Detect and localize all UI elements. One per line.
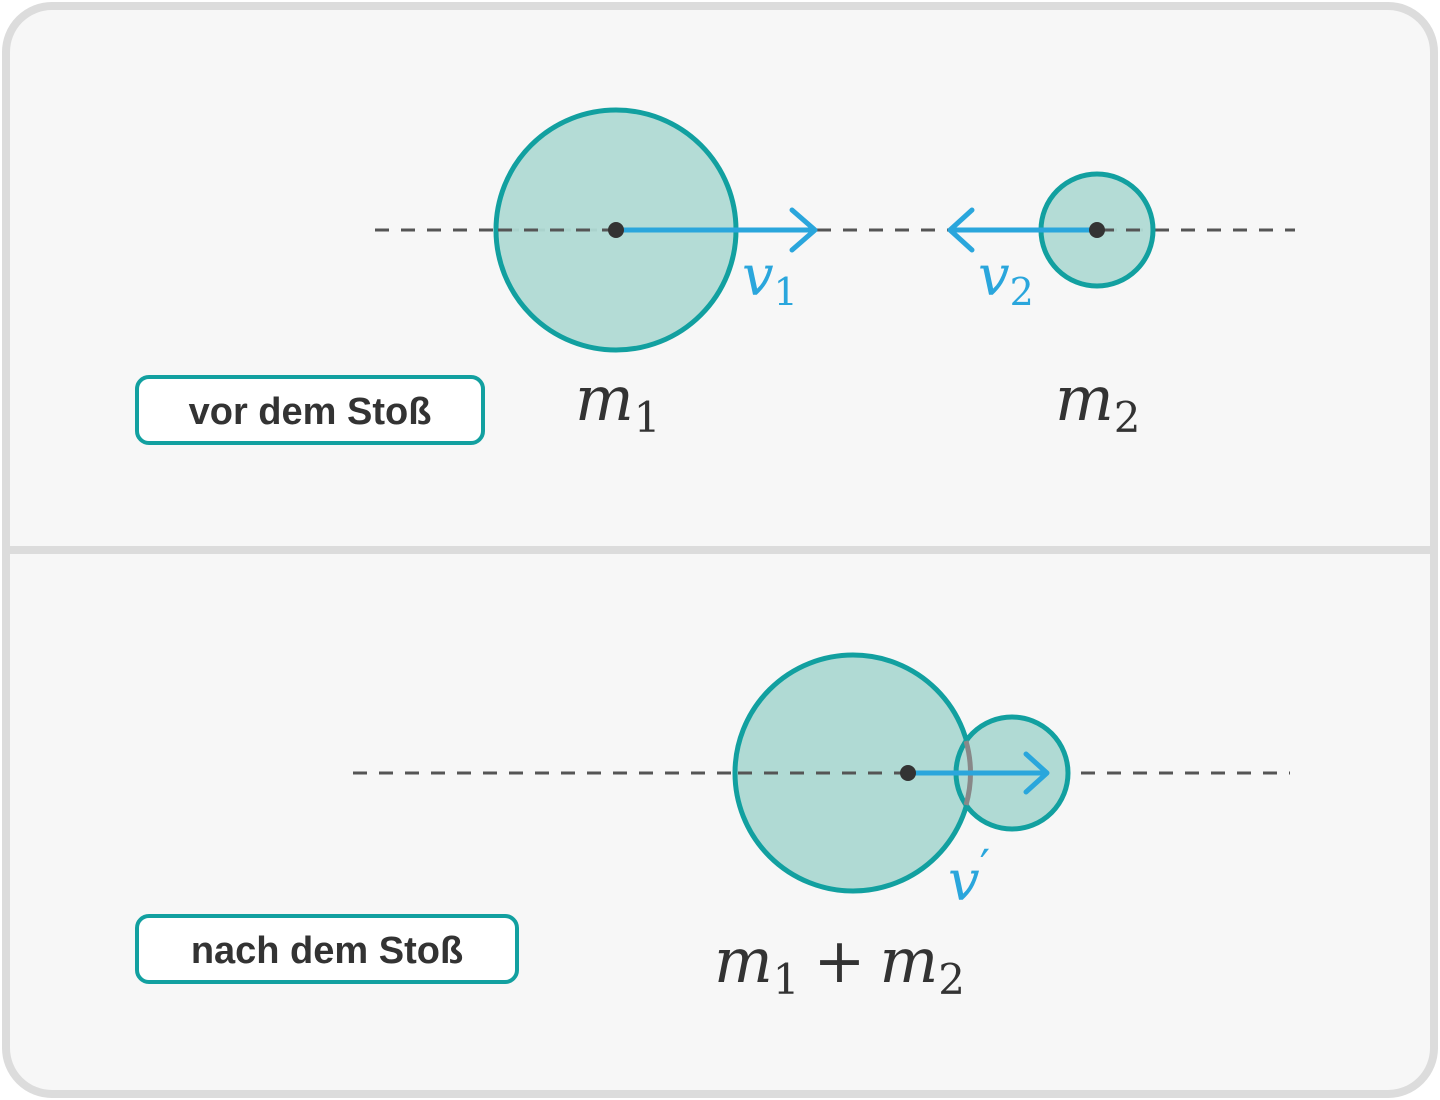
before-collision-label: vor dem Stoß xyxy=(189,391,432,433)
mass1-label: m1 xyxy=(575,362,661,442)
after-collision-label: nach dem Stoß xyxy=(191,930,463,972)
combined-center-dot xyxy=(900,765,916,781)
final-velocity-label: v′ xyxy=(948,839,990,914)
velocity1-arrow xyxy=(616,207,818,253)
mass2-label: m2 xyxy=(1055,362,1141,442)
before-collision-badge: vor dem Stoß xyxy=(135,375,485,445)
after-collision-badge: nach dem Stoß xyxy=(135,914,519,984)
mass1-center-dot xyxy=(608,222,624,238)
panel-before: v1 v2 m1 m2 vor dem Stoß xyxy=(135,107,1295,445)
combined-mass-label: m1+m2 xyxy=(714,924,965,1004)
velocity2-arrow xyxy=(947,207,1097,253)
velocity2-label: v2 xyxy=(978,244,1034,314)
panel-after: v′ m1+m2 nach dem Stoß xyxy=(135,652,1290,1004)
mass2-center-dot xyxy=(1089,222,1105,238)
velocity1-label: v1 xyxy=(742,244,798,314)
final-velocity-arrow xyxy=(908,751,1050,795)
